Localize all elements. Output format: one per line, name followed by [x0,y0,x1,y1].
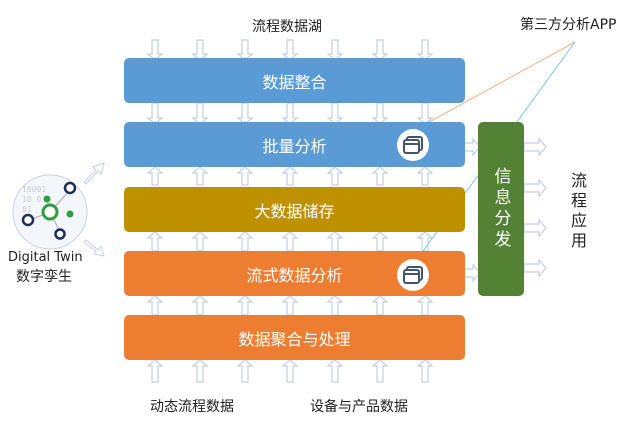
flow-arrow [191,231,209,252]
flow-arrow [146,231,164,252]
flow-arrow [281,359,299,383]
flow-arrow [281,231,299,252]
layer-storage: 大数据储存 [124,187,465,232]
flow-arrow [326,295,344,316]
layer-integration: 数据整合 [124,58,465,103]
info-distribution-box: 信息分发 [478,122,524,296]
flow-arrow [371,102,389,125]
flow-arrow [371,166,389,186]
flow-arrow [281,39,299,61]
flow-arrow [416,359,434,383]
flow-arrow [281,102,299,125]
flow-arrow [416,166,434,186]
flow-arrow [146,295,164,316]
digital-twin-zh: 数字孪生 [16,269,72,285]
flow-arrow [326,166,344,186]
flow-arrow [236,359,254,383]
flow-arrow [236,295,254,316]
flow-arrow [416,231,434,252]
flow-arrow [191,295,209,316]
flow-arrow [326,39,344,61]
bottom-label-device: 设备与产品数据 [310,399,408,415]
app-window-icon [397,129,429,161]
flow-arrow [146,39,164,61]
app-window-icon [397,259,429,291]
third-party-label: 第三方分析APP [520,17,617,33]
flow-arrow [236,102,254,125]
flow-arrow [416,295,434,316]
flow-arrow [236,39,254,61]
flow-arrow [191,39,209,61]
flow-arrow [523,218,547,238]
svg-text:01: 01 [22,205,32,214]
svg-text:10001: 10001 [22,185,46,194]
flow-arrow [326,102,344,125]
flow-arrow [236,166,254,186]
flow-arrow [146,359,164,383]
digital-twin-icon: 10001 10 0 01 [12,174,88,250]
flow-arrow [326,231,344,252]
twin-arrow [83,239,105,257]
application-label: 流程应用 [568,172,587,252]
app-link-line [419,41,576,128]
info-distribution-label: 信息分发 [490,167,511,251]
flow-arrow [191,166,209,186]
flow-arrow [146,102,164,125]
flow-arrow [523,178,547,198]
flow-arrow [416,39,434,61]
digital-twin-en: Digital Twin [8,250,83,265]
flow-arrow [281,295,299,316]
layer-aggregation: 数据聚合与处理 [124,315,465,360]
flow-arrow [523,258,547,278]
flow-arrow [371,231,389,252]
twin-arrow [83,162,105,185]
flow-arrow [371,295,389,316]
flow-arrow [191,359,209,383]
flow-arrow [326,359,344,383]
top-label: 流程数据湖 [252,19,322,35]
flow-arrow [281,166,299,186]
flow-arrow [371,359,389,383]
flow-arrow [523,137,547,157]
flow-arrow [416,102,434,125]
bottom-label-dynamic: 动态流程数据 [150,399,234,415]
flow-arrow [191,102,209,125]
svg-text:10 0: 10 0 [22,195,41,204]
flow-arrow [371,39,389,61]
flow-arrow [146,166,164,186]
flow-arrow [236,231,254,252]
